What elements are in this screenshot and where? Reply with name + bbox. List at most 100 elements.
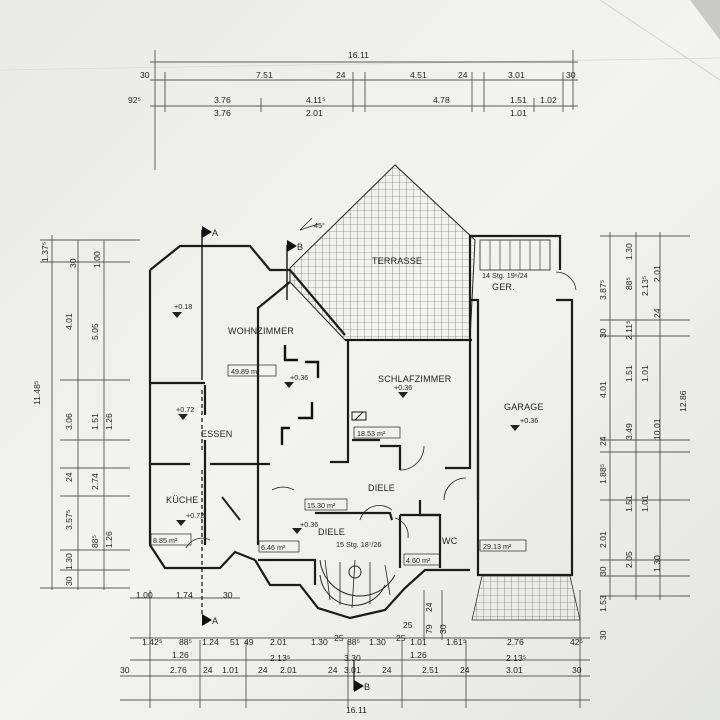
right-dim: 3.87⁵ [598,279,608,300]
left-dim: 88⁵ [90,534,100,548]
bottom-dim: 2.13⁵ [270,653,291,663]
left-dim: 1.00 [92,251,102,268]
right-dimensions: 3.87⁵ 30 4.01 24 1.88⁵ 2.01 30 1.53 30 1… [598,232,690,640]
stairs-upper-label: 14 Stg. 19⁶/24 [482,271,528,280]
right-dim: 2.01 [598,531,608,548]
top-dim: 7.51 [256,70,273,80]
left-dim: 1.37⁵ [40,241,50,262]
right-dim: 24 [598,436,608,446]
right-dim: 10.01 [652,418,662,440]
left-dim: 4.01 [64,313,74,330]
left-dim: 2.74 [90,473,100,490]
wohnzimmer-fixtures [280,345,320,445]
left-dim: 1.26 [104,413,114,430]
bottom-dim: 3.01 [344,665,361,675]
bottom-dim: 2.01 [270,637,287,647]
area-kueche: 8.85 m² [153,536,178,545]
garage-apron [471,575,581,621]
area-diele-small: 6.46 m² [261,543,286,552]
bottom-dim: 30 [438,624,448,634]
section-b-top-arrow-icon [287,240,297,252]
area-wc: 4.60 m² [406,556,431,565]
bottom-dim: 25 [403,620,413,630]
right-dim: 88⁵ [624,276,634,290]
door-swings [185,271,577,549]
bottom-dim: 24 [328,665,338,675]
room-label-wc: WC [442,536,458,546]
right-dim: 1.01 [640,365,650,382]
right-total-dim: 12.86 [678,390,688,412]
left-dim: 3.06 [64,413,74,430]
left-dim: 1.30 [64,553,74,570]
left-dim: 30 [64,576,74,586]
bottom-dim: 30 [572,665,582,675]
spiral-stairs [319,559,396,609]
room-label-garage: GARAGE [504,402,544,412]
bottom-dim: 1.26 [410,650,427,660]
area-wohnzimmer: 49.89 m² [231,367,260,376]
top-dim: 4.78 [433,95,450,105]
right-dim: 2.11⁵ [624,320,634,340]
right-dim: 2.13⁵ [640,275,650,296]
top-dimensions: 16.11 30 7.51 24 4.51 24 3.01 30 92⁵ 3.7… [128,50,578,170]
right-dim: 1.30 [652,555,662,572]
interior-walls [150,281,480,585]
right-dim: 4.01 [598,381,608,398]
bottom-dim: 88⁵ [179,637,193,647]
bottom-dim: 1.00 [136,590,153,600]
level-essen: +0.72 [176,405,194,414]
right-dim: 30 [598,328,608,338]
bottom-dim: 1.61⁵ [446,637,467,647]
window-mark-icon [351,411,367,421]
right-dim: 1.88⁵ [598,463,608,484]
level-garage: +0.36 [520,416,538,425]
angle-marker: 45° [299,217,325,231]
right-dim: 30 [598,630,608,640]
section-label-a-bottom: A [212,616,218,626]
angle-label: 45° [314,221,325,230]
bottom-dim: 30 [223,590,233,600]
left-total-dim: 11.48⁵ [32,380,42,405]
left-dim: 5.05 [90,323,100,340]
right-dim: 1.51 [624,365,634,382]
top-dim: 24 [336,70,346,80]
room-label-terrasse: TERRASSE [372,256,422,266]
room-label-diele-upper: DIELE [368,483,395,493]
top-dim: 92⁵ [128,95,142,105]
bottom-dim: 2.76 [507,637,524,647]
left-dim: 1.51 [90,413,100,430]
bottom-dim: 88⁵ [347,637,361,647]
exterior-walls [148,234,574,620]
area-garage: 29.13 m² [483,542,512,551]
top-dim: 30 [566,70,576,80]
top-dim: 2.01 [306,108,323,118]
left-dim: 30 [68,258,78,268]
top-dim: 1.51 [510,95,527,105]
top-total-dim: 16.11 [348,50,369,60]
bottom-dim: 1.26 [172,650,189,660]
right-dim: 1.01 [640,495,650,512]
bottom-dim: 1.30 [311,637,328,647]
bottom-dim: 25 [334,633,344,643]
section-label-b-bottom: B [364,682,370,692]
bottom-total-dim: 16.11 [346,705,367,715]
level-diele: +0.36 [300,520,318,529]
bottom-dim: 49 [244,637,254,647]
right-dim: 1.30 [624,243,634,260]
bottom-dim: 2.51 [422,665,439,675]
left-dim: 3.57⁵ [64,509,74,530]
top-dim: 3.76 [214,95,231,105]
bottom-dim: 1.01 [410,637,427,647]
upper-stairs [479,239,551,271]
area-boxes [150,364,527,566]
section-label-b-top: B [297,242,303,252]
section-label-a-top: A [212,228,218,238]
level-markers [172,312,520,534]
top-dim: 1.02 [540,95,557,105]
bottom-dim: 24 [203,665,213,675]
room-label-diele-lower: DIELE [318,527,345,537]
bottom-dim: 24 [424,602,434,612]
bottom-dim: 51 [230,637,240,647]
